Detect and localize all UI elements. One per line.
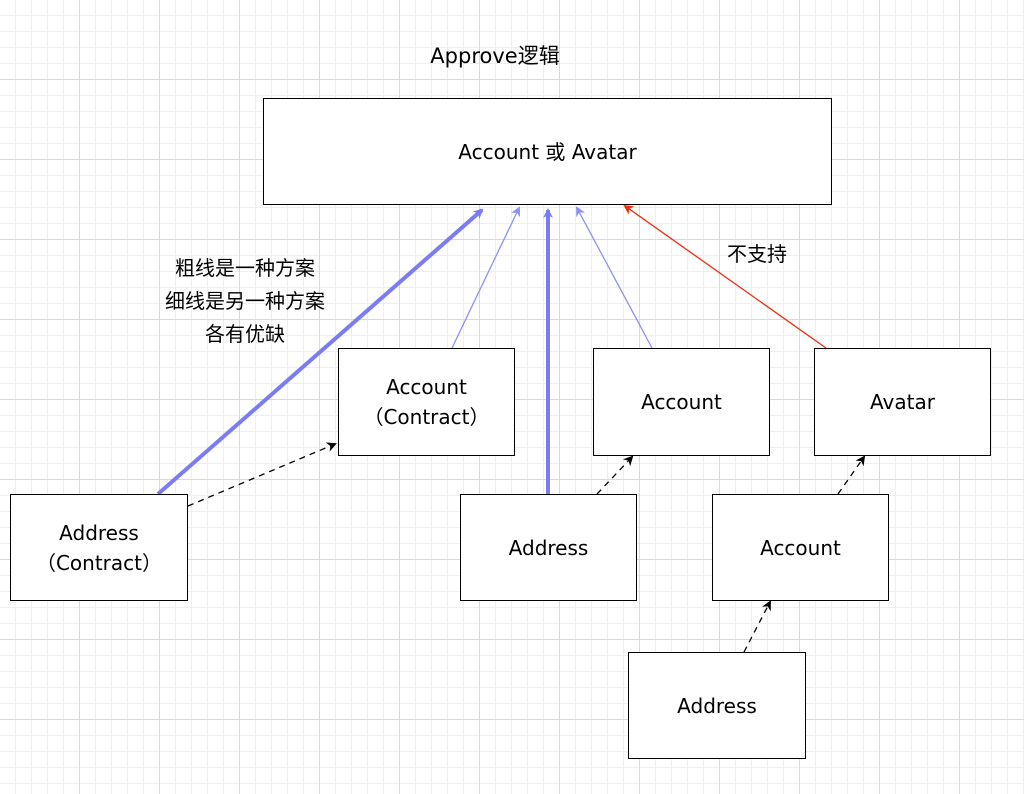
node-account-right: Account [712, 494, 889, 601]
node-sublabel: （Contract） [363, 405, 490, 429]
node-account-contract: Account （Contract） [338, 348, 515, 456]
node-label: Account [641, 390, 722, 414]
unsupported-label: 不支持 [727, 242, 787, 266]
node-label: Avatar [870, 390, 935, 414]
node-label: Address [59, 520, 139, 545]
node-sublabel: （Contract） [35, 550, 163, 575]
node-label: Account 或 Avatar [458, 139, 637, 164]
dashed-edge-account-to-avatar [837, 455, 866, 495]
scheme-note-line: 各有优缺 [205, 322, 285, 346]
scheme-note-line: 细线是另一种方案 [165, 289, 325, 313]
node-label: Account [760, 535, 841, 560]
thick-edge-address-contract-to-top [156, 208, 484, 496]
scheme-note-line: 粗线是一种方案 [175, 256, 315, 280]
diagram-title: Approve逻辑 [430, 44, 560, 68]
dashed-edge-address-to-account-right [743, 600, 771, 653]
thin-edge-account-contract-to-top [451, 206, 521, 349]
node-address-bottom: Address [628, 652, 806, 759]
node-label: Account [386, 375, 467, 399]
node-address-contract: Address （Contract） [10, 494, 188, 601]
unsupported-edge-avatar-to-top [623, 204, 827, 349]
node-label: Address [508, 535, 589, 560]
scheme-note: 粗线是一种方案 细线是另一种方案 各有优缺 [140, 252, 350, 351]
node-address-mid: Address [460, 494, 637, 601]
node-account-mid: Account [593, 348, 770, 456]
node-account-or-avatar: Account 或 Avatar [263, 98, 832, 205]
dashed-edge-address-to-account [596, 455, 634, 495]
node-avatar: Avatar [814, 348, 991, 456]
thin-edge-account-to-top [576, 206, 653, 349]
node-label: Address [677, 693, 757, 718]
dashed-edge-address-contract-to-account-contract [187, 442, 337, 507]
